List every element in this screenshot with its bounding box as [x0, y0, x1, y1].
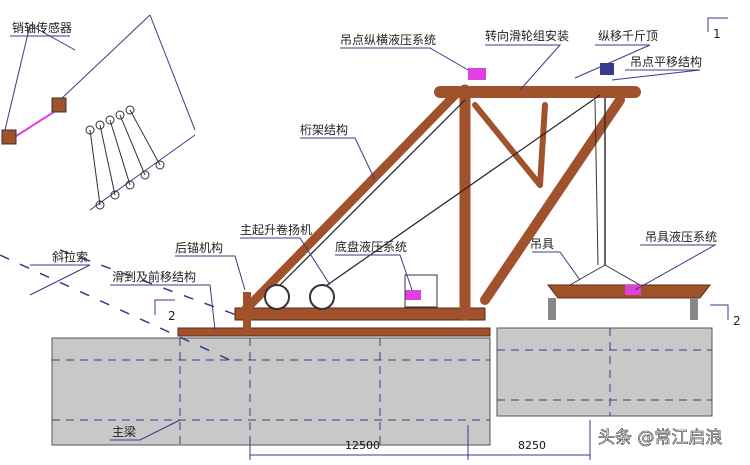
label-rear-anchor: 后锚机构: [175, 240, 223, 255]
chassis-frame: [234, 307, 486, 321]
girder-hidden-lines: [52, 328, 712, 445]
main-girder-block: [51, 337, 491, 446]
section-mark-2-left: 2: [168, 309, 176, 323]
leader-lines: [10, 35, 717, 441]
label-lift-translation: 吊点平移结构: [630, 54, 702, 69]
watermark: 头条 @常江启浪: [598, 428, 722, 448]
label-lifting-hydraulic: 吊点纵横液压系统: [340, 32, 436, 47]
winch-drum: [309, 284, 335, 310]
label-main-winch: 主起升卷扬机: [240, 222, 312, 237]
rear-anchor: [243, 292, 251, 332]
chassis-rail: [177, 327, 491, 337]
truss-structure: [240, 84, 641, 321]
label-spreader: 吊具: [530, 237, 554, 251]
label-pin-sensor: 销轴传感器: [12, 20, 72, 35]
label-chassis-hydraulic: 底盘液压系统: [335, 239, 407, 254]
front-girder-block: [496, 327, 713, 417]
hydraulic-units: [405, 68, 641, 300]
label-spreader-hydraulic: 吊具液压系统: [645, 229, 717, 244]
label-slide-forward: 滑到及前移结构: [112, 269, 196, 284]
dimension-12500: 12500: [345, 439, 380, 452]
label-stay-cable: 斜拉索: [52, 249, 88, 264]
dimension-lines: [154, 17, 729, 460]
label-long-jack: 纵移千斤顶: [598, 29, 658, 43]
section-mark-2-right: 2: [733, 314, 741, 328]
dimension-8250: 8250: [518, 439, 546, 452]
label-main-girder: 主梁: [112, 424, 136, 439]
label-truss: 桁架结构: [300, 122, 348, 137]
pin-sensor-sketch: [1, 14, 196, 211]
label-pulley-install: 转向滑轮组安装: [485, 28, 569, 43]
winch-drum: [264, 284, 290, 310]
section-mark-1: 1: [713, 27, 721, 41]
